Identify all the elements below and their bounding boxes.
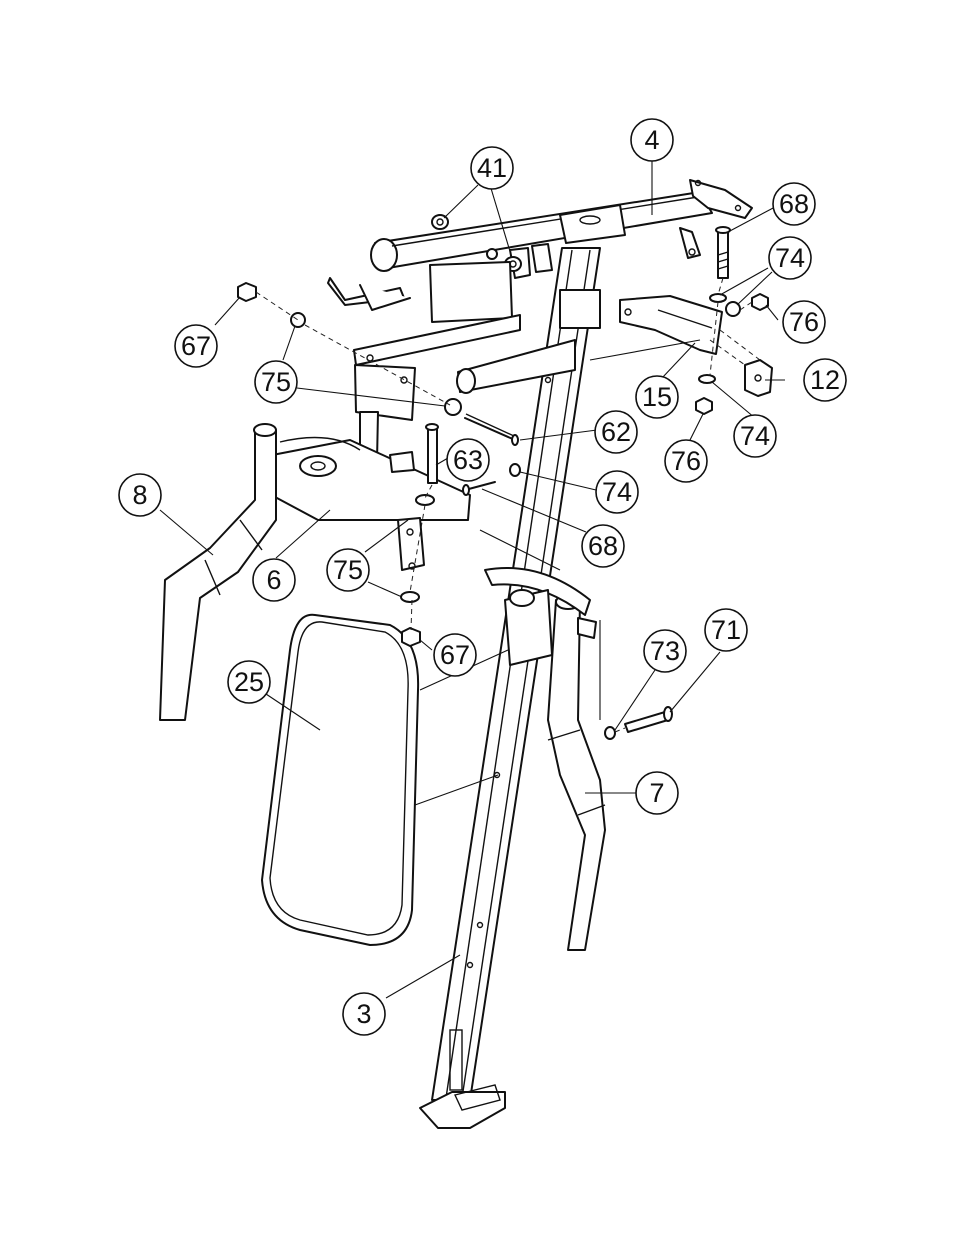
callout-67-top: 67 xyxy=(175,325,217,367)
callout-label: 63 xyxy=(453,445,483,475)
callout-68-mid: 68 xyxy=(582,525,624,567)
callout-76-bottom: 76 xyxy=(665,440,707,482)
callout-label: 75 xyxy=(261,367,291,397)
callout-label: 76 xyxy=(671,446,701,476)
callout-41: 41 xyxy=(471,147,513,189)
callout-label: 8 xyxy=(132,480,147,510)
callout-25: 25 xyxy=(228,661,270,703)
callout-label: 12 xyxy=(810,365,840,395)
callout-15: 15 xyxy=(636,376,678,418)
callout-label: 75 xyxy=(333,555,363,585)
callout-8: 8 xyxy=(119,474,161,516)
callout-label: 74 xyxy=(740,421,770,451)
callout-74-right: 74 xyxy=(734,415,776,457)
callout-label: 71 xyxy=(711,615,741,645)
top-crossbeam xyxy=(328,180,752,310)
callout-label: 67 xyxy=(181,331,211,361)
callout-label: 74 xyxy=(602,477,632,507)
callout-label: 3 xyxy=(356,999,371,1029)
callout-74-mid: 74 xyxy=(596,471,638,513)
callout-3: 3 xyxy=(343,993,385,1035)
callout-12: 12 xyxy=(804,359,846,401)
callout-71: 71 xyxy=(705,609,747,651)
pivot-bracket-12 xyxy=(745,360,772,396)
back-pad-25 xyxy=(262,615,418,945)
callout-75-top: 75 xyxy=(255,361,297,403)
callout-4: 4 xyxy=(631,119,673,161)
callout-75-lower: 75 xyxy=(327,549,369,591)
callout-label: 41 xyxy=(477,153,507,183)
callout-label: 4 xyxy=(644,125,659,155)
callout-label: 74 xyxy=(775,243,805,273)
callout-7: 7 xyxy=(636,772,678,814)
callout-label: 62 xyxy=(601,417,631,447)
callout-label: 25 xyxy=(234,667,264,697)
callout-6: 6 xyxy=(253,559,295,601)
callout-label: 6 xyxy=(266,565,281,595)
callout-63: 63 xyxy=(447,439,489,481)
callout-67-lower: 67 xyxy=(434,634,476,676)
callout-62: 62 xyxy=(595,411,637,453)
callout-label: 7 xyxy=(649,778,664,808)
callout-label: 15 xyxy=(642,382,672,412)
callout-74-top: 74 xyxy=(769,237,811,279)
callout-label: 68 xyxy=(779,189,809,219)
callout-73: 73 xyxy=(644,630,686,672)
callout-label: 68 xyxy=(588,531,618,561)
callout-label: 76 xyxy=(789,307,819,337)
callout-label: 73 xyxy=(650,636,680,666)
callout-label: 67 xyxy=(440,640,470,670)
callout-76-top: 76 xyxy=(783,301,825,343)
callout-68-top: 68 xyxy=(773,183,815,225)
